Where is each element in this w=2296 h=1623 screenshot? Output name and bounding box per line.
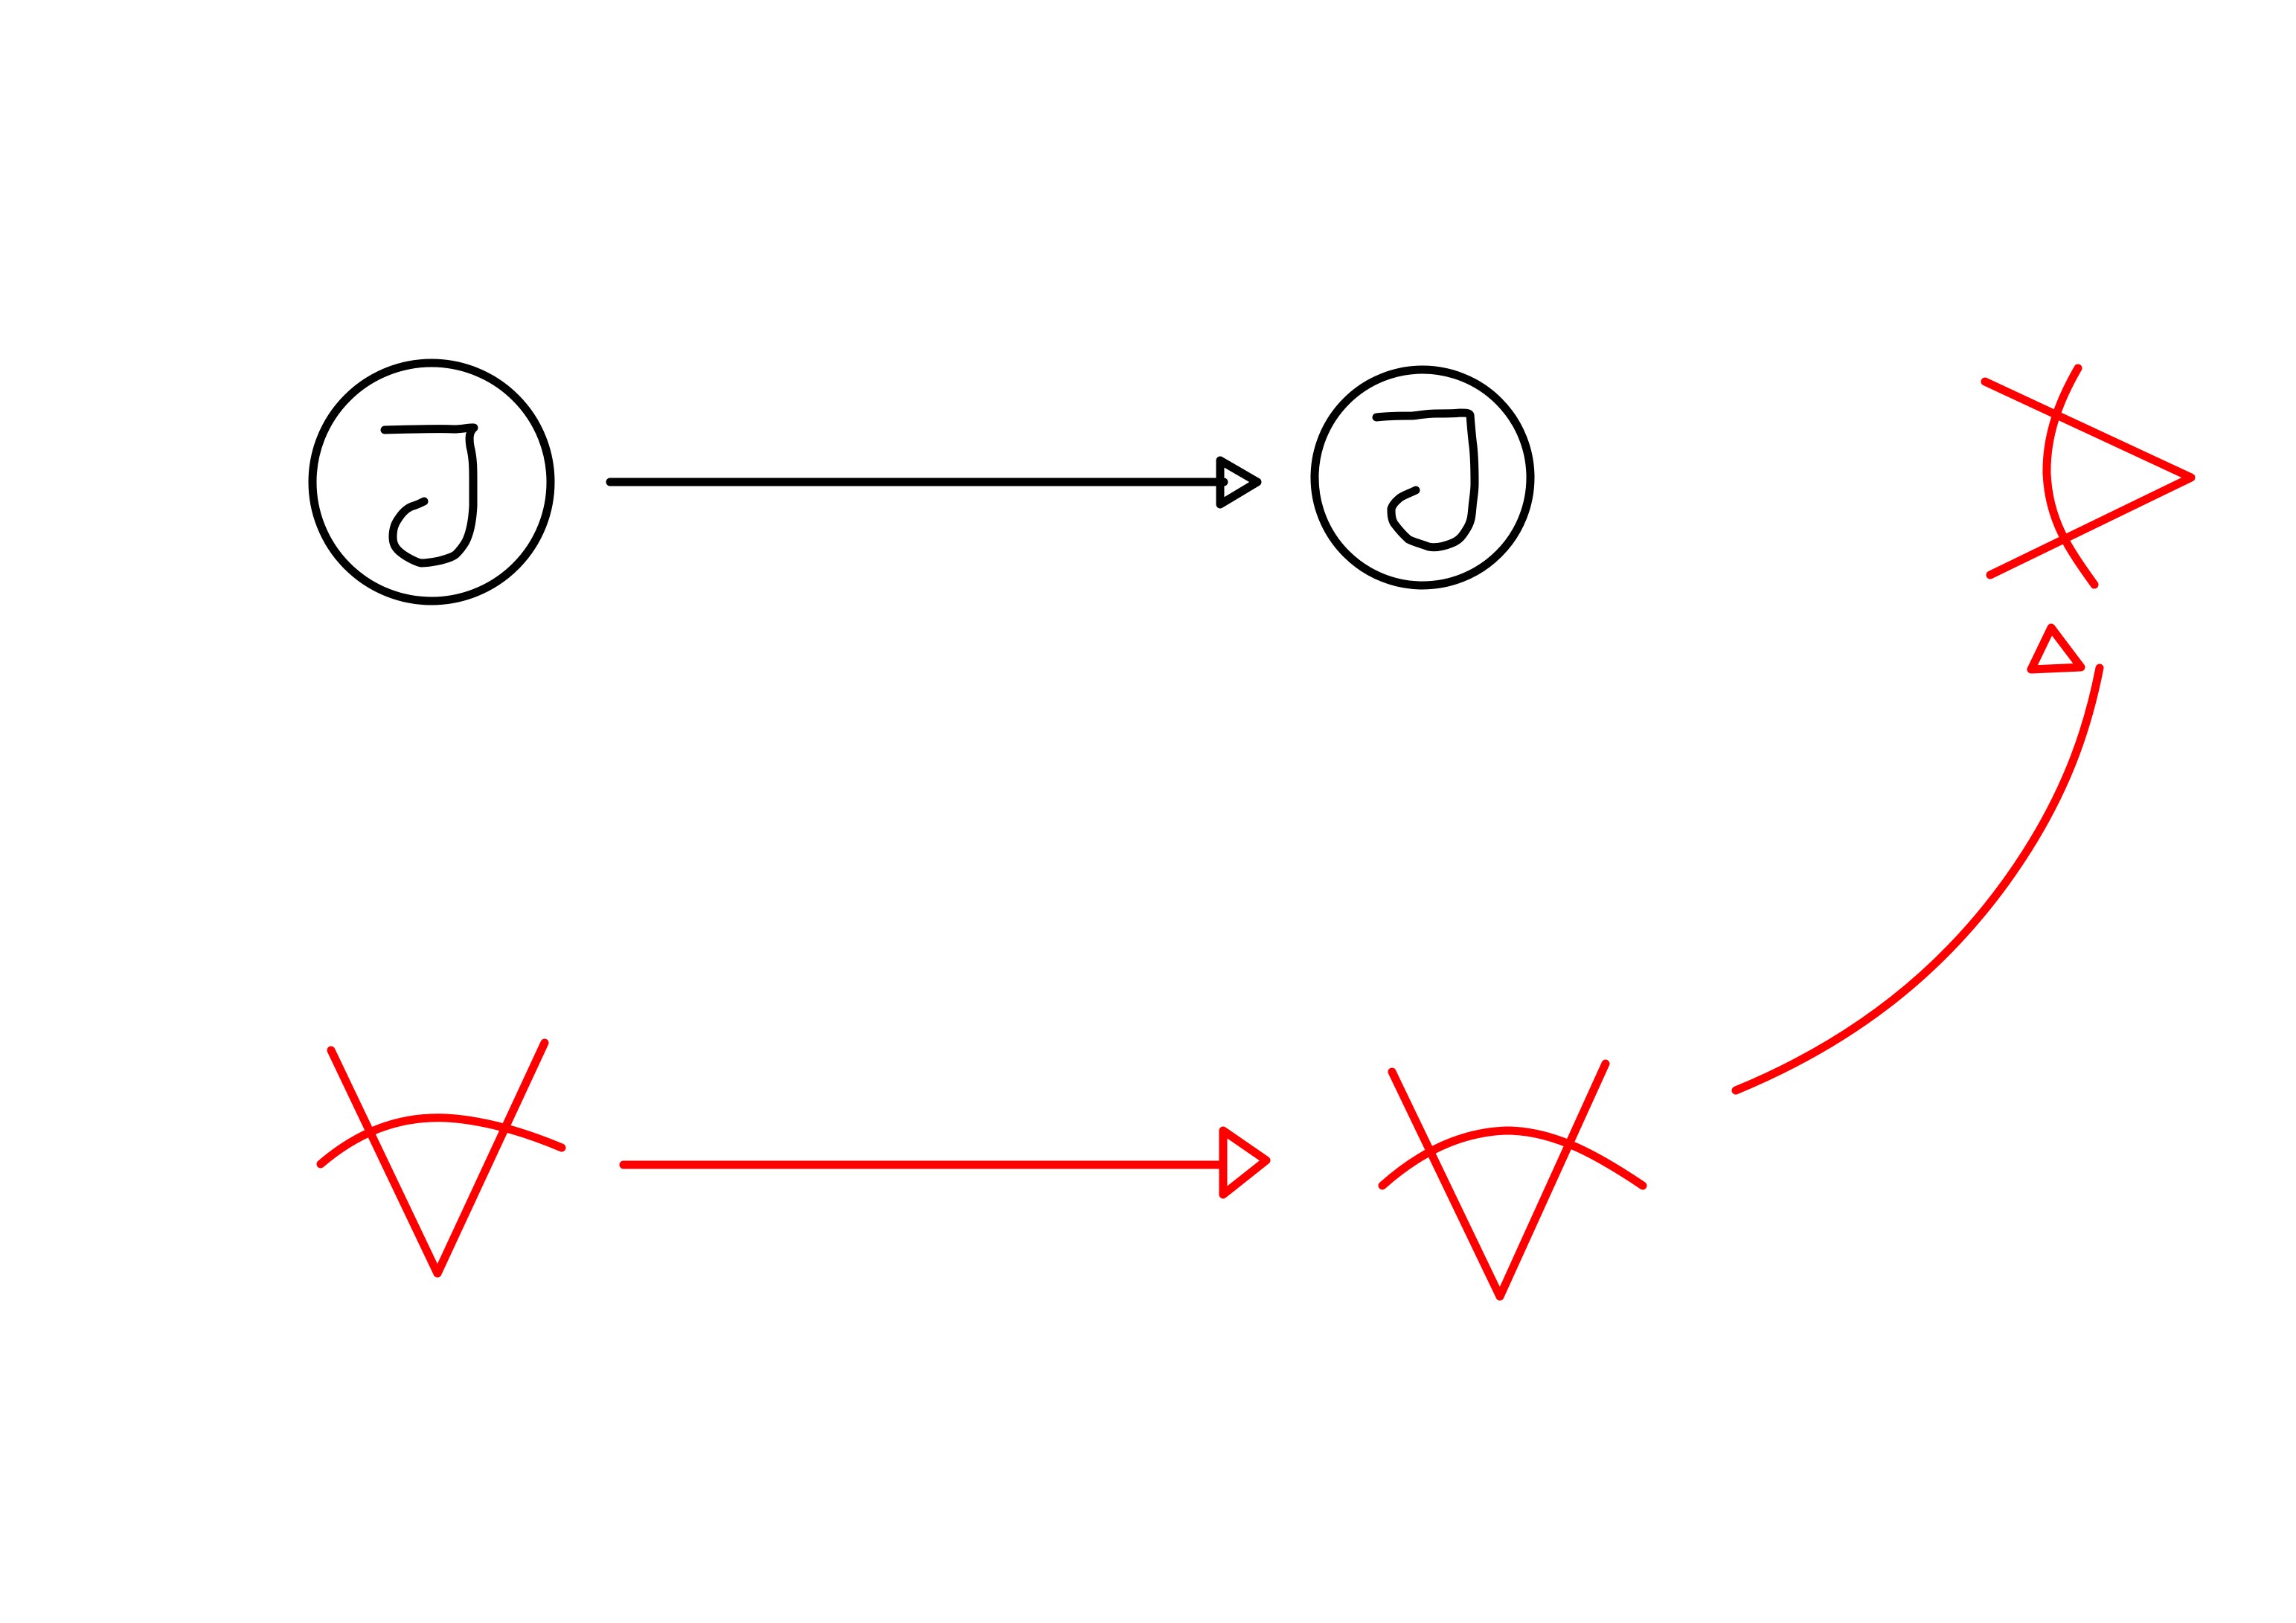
circled-hook-node-left [308,359,555,605]
v-glyph-icon [327,1038,549,1278]
crossbar-arc [1378,1126,1647,1190]
curved-arrow-shaft [1731,663,2104,1095]
node-circle [308,359,555,605]
v-glyph-icon [1981,377,2196,579]
arrowhead-icon [1216,456,1262,509]
hook-glyph-icon [380,423,478,568]
rotated-crossed-v-node [1981,364,2196,589]
hook-glyph-icon [1372,408,1479,552]
crossbar-arc [316,1113,566,1169]
node-circle [1310,365,1535,590]
crossed-v-node-left [316,1038,566,1278]
crossed-v-node-middle [1378,1059,1647,1301]
arrowhead-icon [2027,623,2085,674]
top-row [308,359,1535,605]
arrow-top [606,456,1262,509]
arrow-curved [1731,623,2104,1095]
bottom-row [316,364,2196,1301]
v-glyph-icon [1388,1059,1610,1301]
circled-hook-node-right [1310,365,1535,590]
arrow-bottom [619,1126,1271,1199]
crossbar-arc [2042,364,2099,589]
arrowhead-icon [1219,1126,1271,1199]
